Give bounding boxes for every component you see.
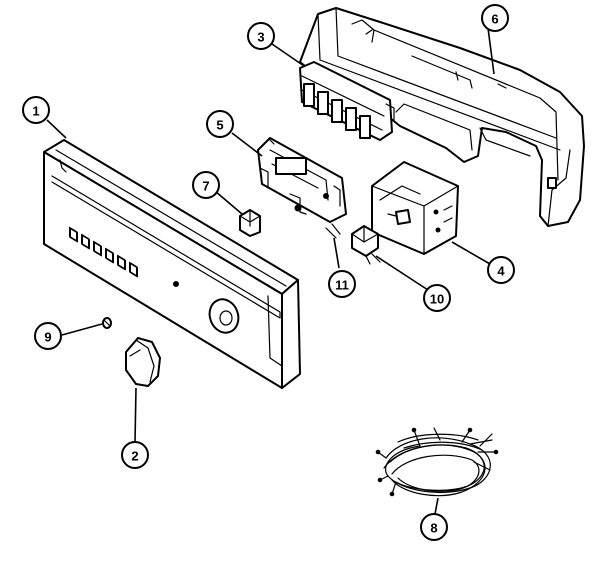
callout-2-label: 2	[131, 449, 138, 464]
leader-lines	[46, 27, 495, 515]
callout-11: 11	[328, 270, 356, 298]
callout-8: 8	[420, 513, 448, 541]
callout-9: 9	[34, 322, 62, 350]
callout-3-label: 3	[257, 30, 264, 45]
wire-harness	[375, 427, 499, 497]
callout-5: 5	[206, 110, 234, 138]
callout-1: 1	[22, 96, 50, 124]
switch-bracket	[257, 137, 347, 223]
callout-5-label: 5	[216, 118, 223, 133]
callout-4-label: 4	[497, 264, 505, 279]
console-housing	[299, 7, 585, 227]
callout-10: 10	[423, 284, 451, 312]
callout-6: 6	[481, 4, 509, 32]
callout-9-label: 9	[44, 330, 51, 345]
callout-3: 3	[247, 22, 275, 50]
timer	[371, 161, 459, 255]
callout-11-label: 11	[335, 278, 349, 293]
callout-7-label: 7	[202, 179, 209, 194]
callout-8-label: 8	[430, 521, 437, 536]
callout-10-label: 10	[430, 292, 444, 307]
callout-1-label: 1	[32, 104, 39, 119]
switch-bank	[299, 61, 395, 141]
callout-4: 4	[487, 256, 515, 284]
timer-knob	[125, 337, 161, 387]
screw	[102, 317, 112, 329]
connector	[325, 223, 341, 239]
callout-2: 2	[121, 441, 149, 469]
callout-6-label: 6	[491, 12, 498, 27]
callout-7: 7	[192, 171, 220, 199]
control-panel	[43, 139, 301, 389]
clip	[239, 209, 261, 237]
micro-switch	[351, 225, 381, 265]
